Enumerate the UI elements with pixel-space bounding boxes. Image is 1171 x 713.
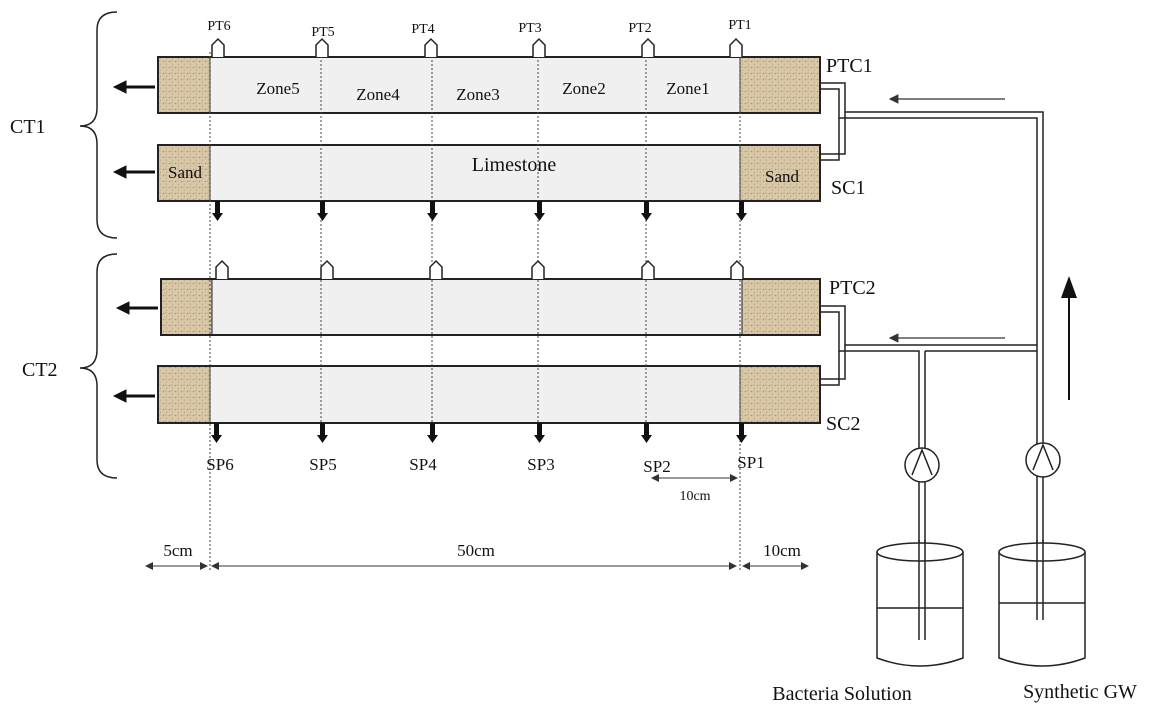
top-port-markers-ptc1 [211, 37, 743, 57]
pump-icon-groundwater [1025, 442, 1061, 478]
sand-label-right: Sand [765, 167, 800, 186]
bottom-port-labels: SP6 SP5 SP4 SP3 SP2 SP1 [206, 453, 764, 476]
zone-label-3: Zone3 [456, 85, 499, 104]
port-label-sp3: SP3 [527, 455, 554, 474]
flow-direction-arrows [888, 94, 1077, 400]
sampling-arrows-sc1 [212, 201, 747, 221]
bracket-ct2 [79, 253, 118, 479]
group-label-ct1: CT1 [10, 116, 46, 138]
column-label-sc2: SC2 [826, 413, 860, 435]
inflow-piping [820, 82, 1044, 610]
dimension-lines [145, 474, 809, 570]
zone-label-2: Zone2 [562, 79, 605, 98]
column-label-sc1: SC1 [831, 177, 865, 199]
top-port-labels: PT6 PT5 PT4 PT3 PT2 PT1 [207, 18, 751, 40]
tank-label-bacteria: Bacteria Solution [772, 683, 911, 705]
port-label-pt2: PT2 [628, 21, 651, 36]
column-sc1 [157, 144, 821, 202]
dim-label-port-spacing: 10cm [679, 489, 710, 504]
zone-label-5: Zone5 [256, 79, 299, 98]
outflow-arrows [112, 80, 158, 403]
tank-bacteria-solution [876, 540, 964, 667]
zone-label-4: Zone4 [356, 85, 400, 104]
group-label-ct2: CT2 [22, 359, 58, 381]
tank-label-groundwater: Synthetic GW [1023, 681, 1137, 703]
port-label-sp5: SP5 [309, 455, 336, 474]
zone-label-1: Zone1 [666, 79, 709, 98]
port-label-pt5: PT5 [311, 25, 334, 40]
port-label-pt6: PT6 [207, 19, 230, 34]
sampling-arrows-sc2 [211, 423, 747, 443]
limestone-label: Limestone [472, 154, 557, 176]
dim-label-inlet-sand: 5cm [163, 541, 192, 560]
port-label-sp2: SP2 [643, 457, 670, 476]
port-label-sp1: SP1 [737, 453, 764, 472]
port-label-pt3: PT3 [518, 21, 541, 36]
column-label-ptc1: PTC1 [826, 55, 873, 77]
column-ptc1 [157, 56, 821, 114]
dim-label-outlet-sand: 10cm [763, 541, 801, 560]
pump-icon-bacteria [904, 447, 940, 483]
column-ptc2 [160, 278, 821, 336]
port-label-sp6: SP6 [206, 455, 233, 474]
port-label-sp4: SP4 [409, 455, 437, 474]
top-port-markers-ptc2 [215, 259, 744, 279]
column-label-ptc2: PTC2 [829, 277, 876, 299]
column-sc2 [157, 365, 821, 424]
zone-labels: Zone5 Zone4 Zone3 Zone2 Zone1 [256, 79, 709, 104]
tank-synthetic-gw [998, 540, 1086, 667]
port-label-pt4: PT4 [411, 22, 434, 37]
bracket-ct1 [79, 11, 118, 239]
sand-label-left: Sand [168, 163, 203, 182]
port-guide-lines [209, 52, 741, 570]
dim-label-limestone-length: 50cm [457, 541, 495, 560]
port-label-pt1: PT1 [728, 18, 751, 33]
